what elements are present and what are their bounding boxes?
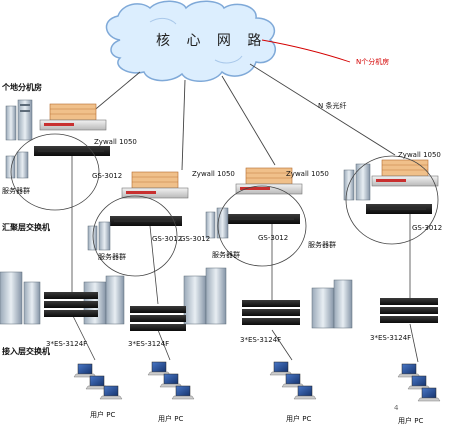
layer-label-access: 接入层交换机: [2, 347, 50, 356]
access-switch-label-1: 3*ES-3124F: [46, 340, 88, 348]
server-group-label-1: 服务器群: [2, 187, 30, 195]
agg-switch-label-2b: GS-3012: [180, 235, 211, 243]
server-group-label-3: 服务器群: [212, 251, 240, 259]
layer-label-branch: 个地分机房: [2, 83, 42, 92]
layer-label-aggregation: 汇聚层交换机: [2, 223, 50, 232]
user-pc-group-3: [269, 361, 317, 400]
branch-4: [343, 155, 439, 363]
user-pc-label-4: 用户 PC: [398, 417, 424, 425]
user-pc-group-4: [397, 363, 441, 402]
firewall-label-2: Zywall 1050: [192, 170, 235, 178]
user-pc-group-2: [147, 361, 195, 400]
firewall-label-1: Zywall 1050: [94, 138, 137, 146]
agg-switch-label-1: GS-3012: [92, 172, 123, 180]
server-rack: [87, 221, 111, 251]
n-fiber-label: N 条光纤: [318, 102, 347, 110]
access-layer-2: [130, 267, 227, 331]
user-pc-label-2: 用户 PC: [158, 415, 184, 423]
firewall-device: [235, 167, 303, 195]
user-pc-label-1: 用户 PC: [90, 411, 116, 419]
server-group-label-4: 服务器群: [308, 241, 336, 249]
branch-2: [87, 171, 189, 361]
branch-1: [5, 99, 110, 361]
agg-switch-label-3: GS-3012: [258, 234, 289, 242]
access-layer-3: [242, 279, 353, 329]
access-layer-1: [0, 271, 125, 325]
n-branch-label: N个分机房: [356, 58, 390, 66]
firewall-label-3: Zywall 1050: [286, 170, 329, 178]
agg-switch-label-4: GS-3012: [412, 224, 443, 232]
aggregation-switch: [366, 204, 432, 214]
aggregation-switch: [226, 214, 300, 224]
firewall-device: [39, 103, 107, 131]
aggregation-switch: [34, 146, 110, 156]
server-group-label-2: 服务器群: [98, 253, 126, 261]
core-network-label: 核 心 网 路: [156, 33, 268, 49]
page-mark: 4: [394, 404, 399, 412]
server-rack: [205, 207, 229, 239]
branch-3: [205, 167, 307, 361]
access-layer-4: [380, 298, 438, 323]
core-network-cloud: [105, 0, 276, 82]
server-rack: [343, 163, 371, 201]
firewall-device: [371, 159, 439, 187]
access-switch-label-2: 3*ES-3124F: [128, 340, 170, 348]
user-pc-label-3: 用户 PC: [286, 415, 312, 423]
firewall-label-4: Zywall 1050: [398, 151, 441, 159]
aggregation-switch: [110, 216, 182, 226]
agg-switch-label-2a: GS-3012: [152, 235, 183, 243]
server-rack: [5, 151, 29, 179]
access-switch-label-4: 3*ES-3124F: [370, 334, 412, 342]
firewall-device: [121, 171, 189, 199]
user-pc-group-1: [73, 363, 123, 400]
access-switch-label-3: 3*ES-3124F: [240, 336, 282, 344]
server-rack: [5, 99, 33, 141]
